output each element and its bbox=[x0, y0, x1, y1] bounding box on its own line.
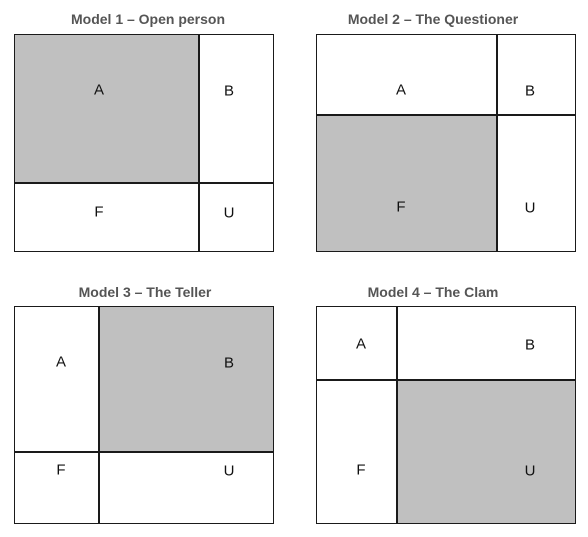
model-1-panel: Model 1 – Open person A B F U bbox=[0, 0, 290, 260]
model-1-vertical-divider bbox=[198, 35, 200, 251]
model-1-window: A B F U bbox=[14, 34, 274, 252]
model-1-label-f: F bbox=[94, 203, 104, 221]
model-4-horizontal-divider bbox=[317, 379, 575, 381]
model-2-label-b: B bbox=[524, 82, 536, 100]
model-1-title: Model 1 – Open person bbox=[70, 11, 226, 27]
model-3-title: Model 3 – The Teller bbox=[78, 284, 212, 300]
model-3-vertical-divider bbox=[98, 307, 100, 523]
model-4-window: A B F U bbox=[316, 306, 576, 524]
model-4-label-u: U bbox=[524, 462, 536, 480]
model-1-label-b: B bbox=[223, 82, 235, 100]
model-2-vertical-divider bbox=[496, 35, 498, 251]
model-2-label-f: F bbox=[396, 198, 406, 216]
model-4-quadrant-u bbox=[397, 380, 575, 523]
model-3-horizontal-divider bbox=[15, 451, 273, 453]
model-3-label-b: B bbox=[223, 354, 235, 372]
model-2-window: A B F U bbox=[316, 34, 576, 252]
model-3-label-a: A bbox=[55, 353, 67, 371]
model-2-label-a: A bbox=[395, 81, 407, 99]
model-4-label-f: F bbox=[356, 461, 366, 479]
model-2-title: Model 2 – The Questioner bbox=[347, 11, 519, 27]
model-3-panel: Model 3 – The Teller A B F U bbox=[0, 275, 290, 537]
model-1-quadrant-a bbox=[15, 35, 199, 183]
model-1-label-a: A bbox=[93, 81, 105, 99]
model-4-vertical-divider bbox=[396, 307, 398, 523]
model-2-label-u: U bbox=[524, 199, 536, 217]
model-4-panel: Model 4 – The Clam A B F U bbox=[300, 275, 588, 537]
model-2-horizontal-divider bbox=[317, 114, 575, 116]
model-2-quadrant-f bbox=[317, 115, 497, 251]
model-3-window: A B F U bbox=[14, 306, 274, 524]
model-2-panel: Model 2 – The Questioner A B F U bbox=[300, 0, 588, 260]
model-1-horizontal-divider bbox=[15, 182, 273, 184]
model-3-quadrant-b bbox=[99, 307, 273, 452]
model-1-label-u: U bbox=[223, 204, 235, 222]
model-3-label-u: U bbox=[223, 462, 235, 480]
model-4-label-a: A bbox=[355, 335, 367, 353]
model-4-title: Model 4 – The Clam bbox=[367, 284, 499, 300]
model-3-label-f: F bbox=[56, 461, 66, 479]
model-4-label-b: B bbox=[524, 336, 536, 354]
